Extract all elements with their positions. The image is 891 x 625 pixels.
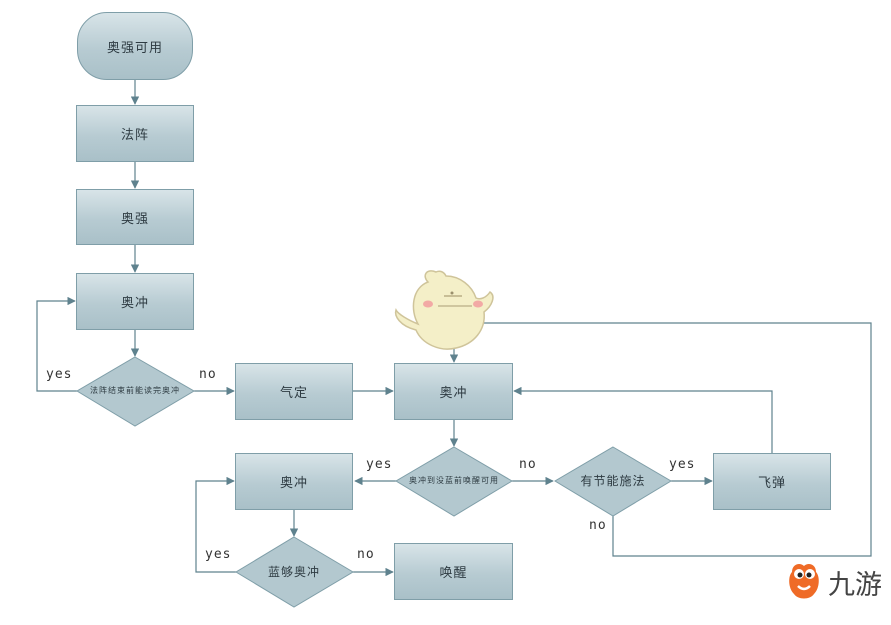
decision-lanyao-shape xyxy=(395,446,513,517)
decision-jiefeng-label: 有节能施法 xyxy=(580,474,646,488)
edge-label-yes-feidan: yes xyxy=(669,457,696,472)
aochong1-node-label: 奥冲 xyxy=(120,296,149,311)
edge-label-no-qiding: no xyxy=(199,367,217,382)
decision-langou-label: 蓝够奥冲 xyxy=(267,565,320,579)
decision-fazhen-label: 法阵结束前能读完奥冲 xyxy=(90,386,180,395)
fazhen-node: 法阵 xyxy=(76,105,194,162)
edge-no-loop-back xyxy=(449,322,872,557)
qiding-node-label: 气定 xyxy=(279,386,308,401)
decision-jiefeng-shape xyxy=(554,446,672,517)
jiuyou-logo-icon xyxy=(789,564,819,599)
edge-label-no-right: no xyxy=(519,457,537,472)
edge-label-yes-loop2: yes xyxy=(205,547,232,562)
decision-langou-shape xyxy=(235,536,354,608)
brand-watermark: 九游 xyxy=(784,560,888,604)
aoqiang-node: 奥强 xyxy=(76,189,194,245)
edge-feidan-back xyxy=(513,386,773,453)
cartoon-mascot-icon xyxy=(394,270,494,350)
huanxing-node-label: 唤醒 xyxy=(439,566,468,581)
feidan-node: 飞弹 xyxy=(713,453,831,510)
aochong2-node: 奥冲 xyxy=(394,363,513,420)
edge-yes-loop1 xyxy=(36,296,77,392)
qiding-node: 气定 xyxy=(235,363,353,420)
aochong1-node: 奥冲 xyxy=(76,273,194,330)
fazhen-node-label: 法阵 xyxy=(120,128,149,143)
edge-label-no-huanxing: no xyxy=(357,547,375,562)
edge-yes-loop2 xyxy=(195,476,236,573)
edge-label-yes-loop1: yes xyxy=(46,367,73,382)
aochong2-node-label: 奥冲 xyxy=(439,386,468,401)
aoqiang-node-label: 奥强 xyxy=(120,211,149,227)
edge-label-no-jiefeng: no xyxy=(589,518,607,533)
decision-lanyao-label: 奥冲到没蓝前唤醒可用 xyxy=(409,476,499,485)
start-node: 奥强可用 xyxy=(77,12,193,80)
feidan-node-label: 飞弹 xyxy=(757,476,786,491)
decision-fazhen-shape xyxy=(76,356,195,427)
aochong3-node: 奥冲 xyxy=(235,453,353,510)
brand-text: 九游 xyxy=(828,569,882,601)
huanxing-node: 唤醒 xyxy=(394,543,513,600)
start-node-label: 奥强可用 xyxy=(106,40,163,56)
aochong3-node-label: 奥冲 xyxy=(279,476,308,491)
edge-label-yes-left: yes xyxy=(366,457,393,472)
